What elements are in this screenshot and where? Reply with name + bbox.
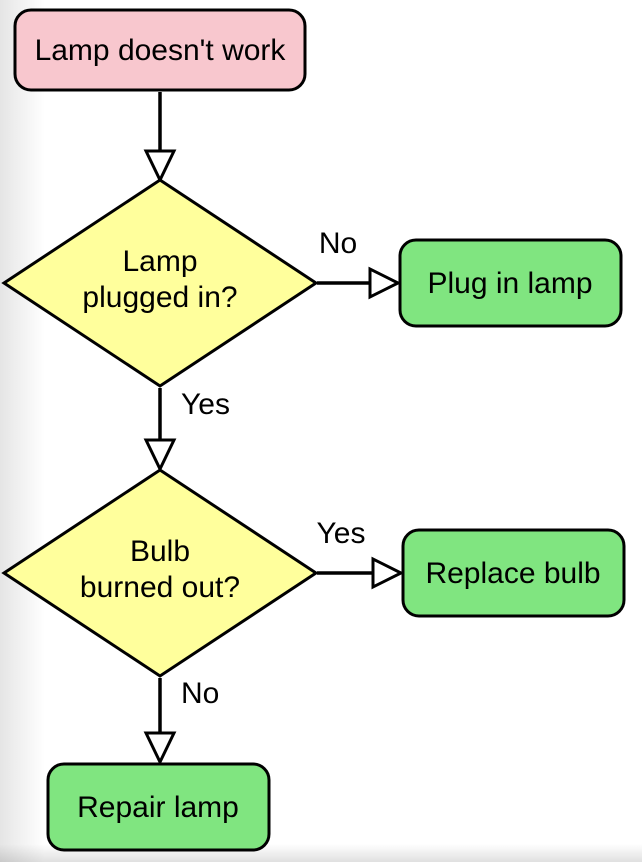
arrowhead-icon [143, 149, 177, 184]
edge-label-decision1-yes: Yes [181, 388, 230, 421]
action-replace-bulb [401, 528, 626, 618]
decision1-label-line1: Lamp [122, 245, 197, 278]
arrowhead-icon [371, 556, 405, 590]
edge-label-decision2-yes: Yes [317, 517, 366, 550]
arrow-decision1-to-decision2 [143, 388, 177, 473]
decision-lamp-plugged-in [1, 178, 319, 388]
arrow-decision2-to-action3 [143, 678, 177, 766]
arrowhead-icon [143, 731, 177, 766]
action2-label: Replace bulb [425, 557, 600, 590]
action3-label: Repair lamp [77, 791, 239, 824]
action-plug-in-lamp [398, 238, 623, 328]
decision1-label-line2: plugged in? [82, 281, 237, 314]
arrow-decision2-to-action2 [317, 556, 405, 590]
decision-bulb-burned-out [1, 468, 319, 678]
arrowhead-icon [143, 438, 177, 473]
arrow-start-to-decision1 [143, 92, 177, 184]
decision2-label-line1: Bulb [130, 535, 190, 568]
start-node [13, 8, 307, 92]
arrowhead-icon [368, 266, 402, 300]
edge-label-decision2-no: No [181, 677, 219, 710]
action1-label: Plug in lamp [427, 267, 592, 300]
start-node-label: Lamp doesn't work [35, 34, 287, 67]
edge-label-decision1-no: No [319, 227, 357, 260]
action-repair-lamp [46, 762, 271, 852]
decision2-label-line2: burned out? [80, 571, 240, 604]
arrow-decision1-to-action1 [317, 266, 402, 300]
